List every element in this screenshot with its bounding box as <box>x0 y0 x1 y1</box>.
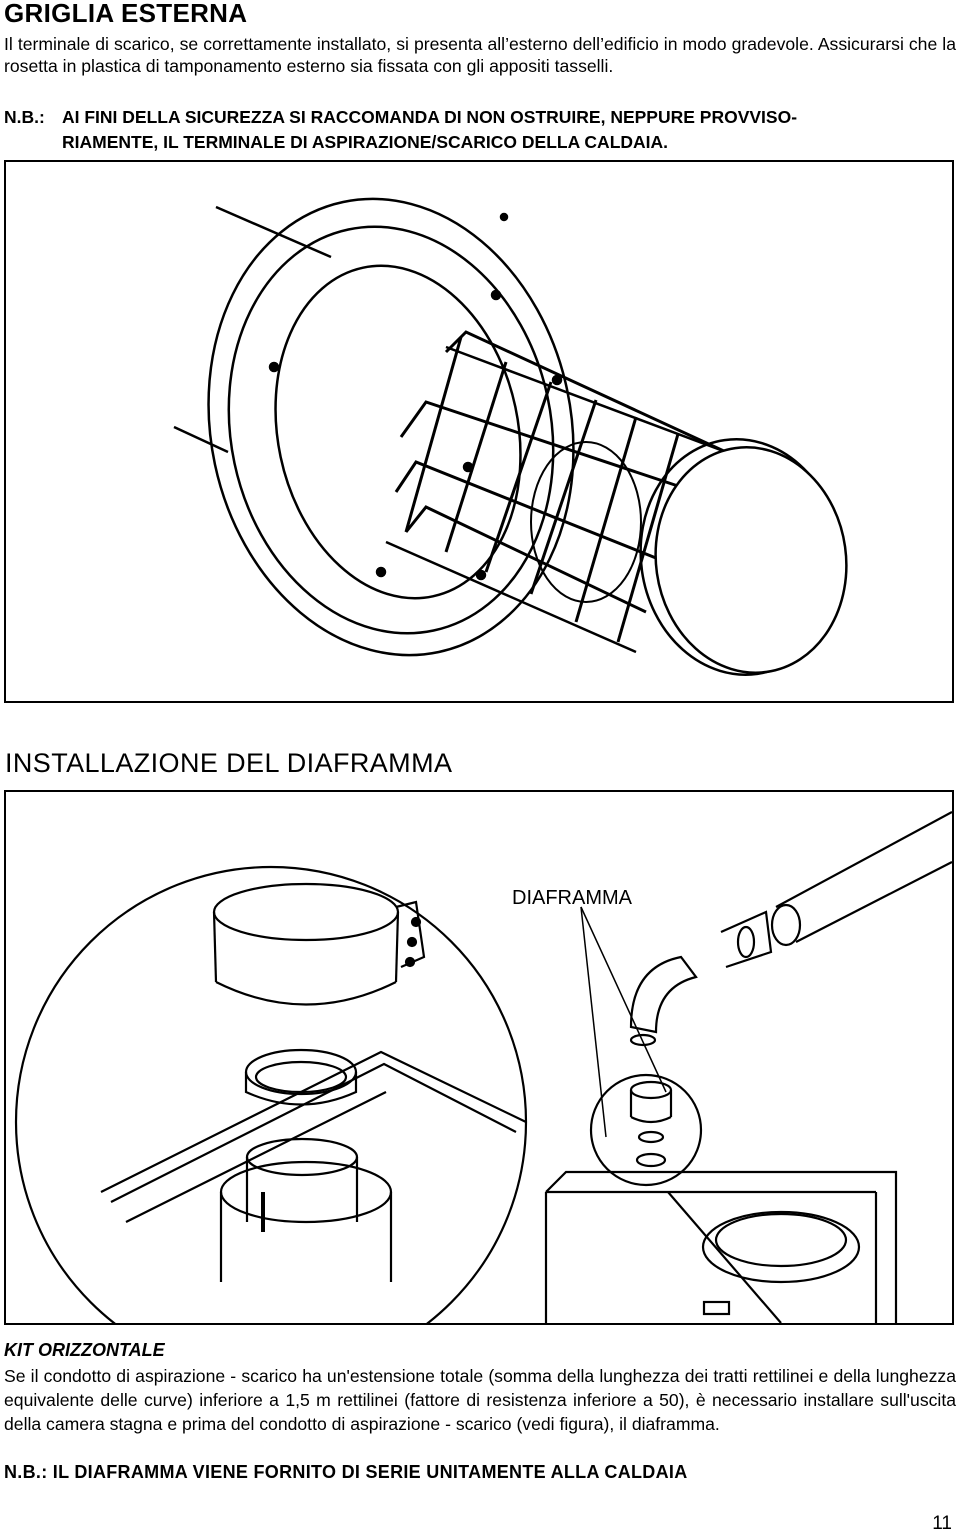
section-title-griglia: GRIGLIA ESTERNA <box>4 0 248 28</box>
kit-paragraph: Se il condotto di aspirazione - scarico … <box>4 1366 956 1434</box>
diaframma-figure-label: DIAFRAMMA <box>512 887 633 909</box>
nb-line-2: RIAMENTE, IL TERMINALE DI ASPIRAZIONE/SC… <box>62 132 669 152</box>
nb-label: N.B.: <box>4 107 45 127</box>
diaphragm-installation-figure: DIAFRAMMA <box>4 790 954 1325</box>
griglia-nb-note: N.B.: AI FINI DELLA SICUREZZA SI RACCOMAN… <box>4 105 956 155</box>
griglia-paragraph: Il terminale di scarico, se correttament… <box>4 34 956 76</box>
kit-orizzontale-title: KIT ORIZZONTALE <box>4 1340 165 1360</box>
page-number: 11 <box>932 1513 952 1534</box>
section-title-diaframma: INSTALLAZIONE DEL DIAFRAMMA <box>5 748 453 778</box>
nb-line-1: AI FINI DELLA SICUREZZA SI RACCOMANDA DI… <box>62 107 798 127</box>
kit-nb-note: N.B.: IL DIAFRAMMA VIENE FORNITO DI SERI… <box>4 1462 688 1482</box>
grille-terminal-figure <box>4 160 954 703</box>
